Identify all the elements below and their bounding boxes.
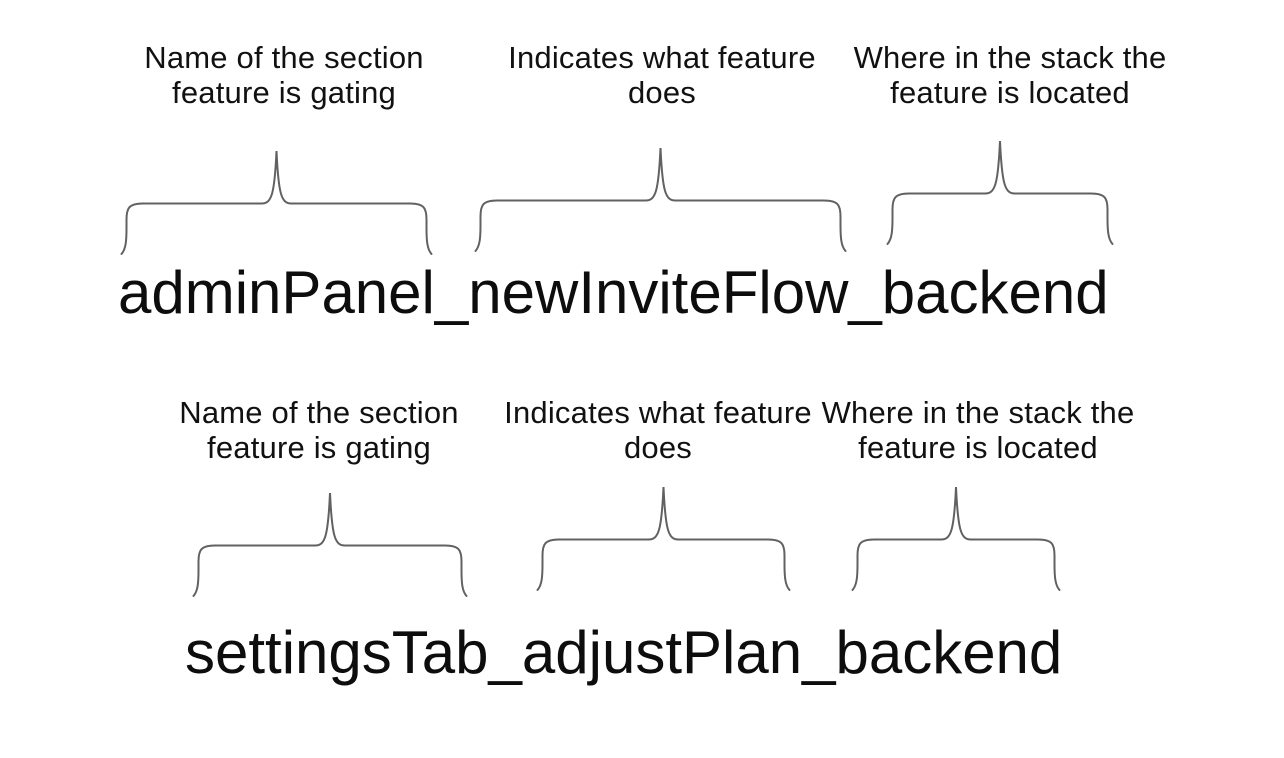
segment-label-line: Indicates what feature	[508, 40, 816, 75]
flag-name-example-1: adminPanel_newInviteFlow_backend	[118, 259, 1109, 326]
segment-label-line: Where in the stack the	[853, 40, 1167, 75]
brace-icon	[851, 486, 1061, 591]
segment-label-purpose: Indicates what feature does	[482, 40, 842, 110]
segment-label-section: Name of the section feature is gating	[139, 395, 499, 465]
segment-label-line: Where in the stack the	[821, 395, 1135, 430]
segment-label-line: Name of the section	[144, 40, 424, 75]
brace-icon	[192, 492, 468, 597]
flag-name-example-2: settingsTab_adjustPlan_backend	[185, 619, 1063, 686]
brace-icon	[886, 140, 1114, 245]
segment-label-line: feature is located	[858, 430, 1098, 465]
segment-label-line: feature is located	[890, 75, 1130, 110]
brace-icon	[536, 486, 791, 591]
segment-label-stack: Where in the stack the feature is locate…	[798, 395, 1158, 465]
segment-label-line: does	[623, 430, 693, 465]
segment-label-section: Name of the section feature is gating	[104, 40, 464, 110]
segment-label-line: does	[627, 75, 697, 110]
segment-label-purpose: Indicates what feature does	[478, 395, 838, 465]
segment-label-line: Name of the section	[179, 395, 459, 430]
segment-label-stack: Where in the stack the feature is locate…	[830, 40, 1190, 110]
brace-icon	[474, 147, 847, 252]
brace-icon	[120, 150, 433, 255]
segment-label-line: Indicates what feature	[504, 395, 812, 430]
segment-label-line: feature is gating	[172, 75, 396, 110]
segment-label-line: feature is gating	[207, 430, 431, 465]
